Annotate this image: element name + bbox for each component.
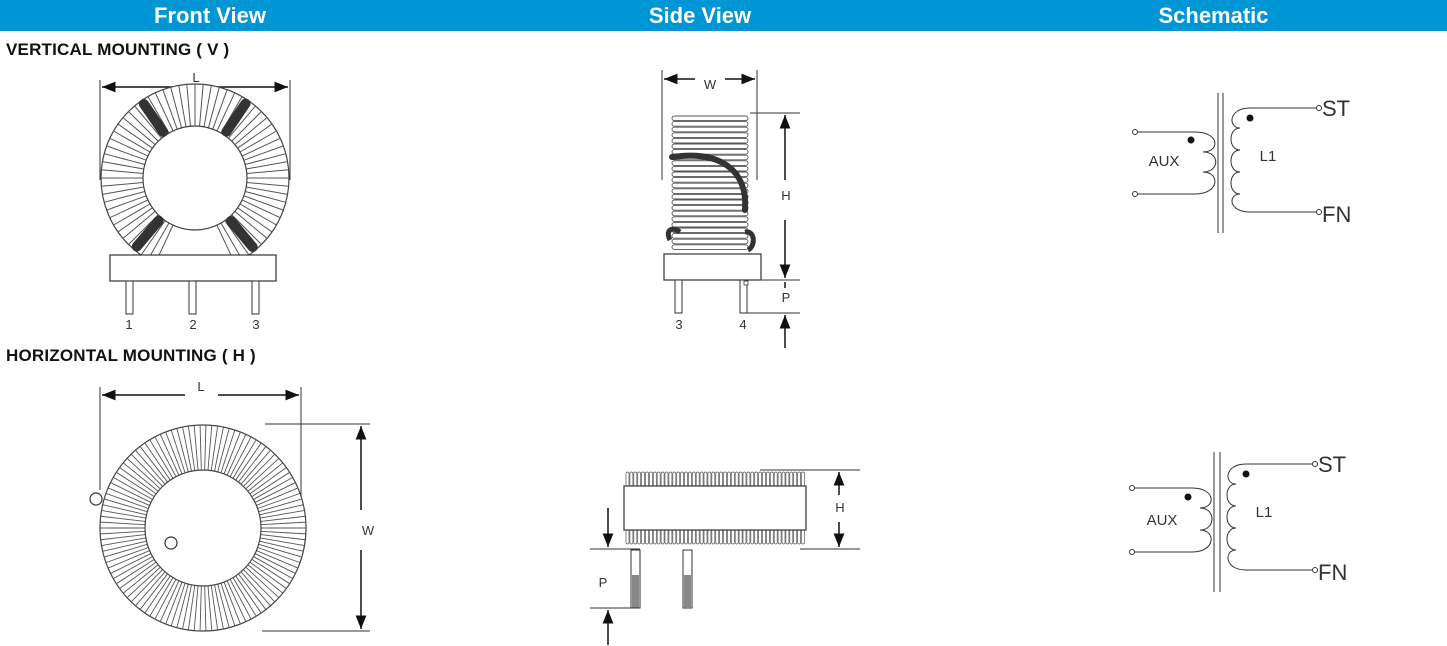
horizontal-mounting-label: HORIZONTAL MOUNTING ( H ) xyxy=(6,346,256,365)
vertical-side-dim-h: H xyxy=(781,188,790,203)
vertical-front-pin-1: 1 xyxy=(125,317,132,332)
horizontal-front-view: L W xyxy=(89,379,375,632)
horizontal-toroid xyxy=(99,424,307,632)
vertical-side-dim-w: W xyxy=(704,77,717,92)
vertical-side-pin-3: 3 xyxy=(675,317,682,332)
vertical-front-pin-2: 2 xyxy=(189,317,196,332)
horizontal-front-dim-w: W xyxy=(362,523,375,538)
horizontal-side-body xyxy=(623,485,807,531)
header-schematic: Schematic xyxy=(1158,3,1269,28)
horizontal-side-dim-p: P xyxy=(599,575,608,590)
vertical-schematic-aux: AUX xyxy=(1149,153,1180,170)
vertical-schematic-st: ST xyxy=(1322,96,1350,121)
horizontal-schematic-fn: FN xyxy=(1318,560,1347,585)
header-bar: Front View Side View Schematic xyxy=(0,0,1447,31)
vertical-front-base xyxy=(109,254,277,282)
vertical-side-view: W 3 4 H P xyxy=(661,70,800,348)
vertical-schematic-fn: FN xyxy=(1322,202,1351,227)
header-front-view: Front View xyxy=(153,3,267,28)
vertical-front-dim-l: L xyxy=(192,70,199,85)
vertical-side-pin-4: 4 xyxy=(739,317,746,332)
vertical-side-dim-p: P xyxy=(782,290,791,305)
vertical-schematic-l1: L1 xyxy=(1260,148,1277,165)
vertical-schematic: AUX L1 ST FN xyxy=(1132,93,1351,233)
vertical-side-windings xyxy=(671,115,749,250)
vertical-front-pin-3: 3 xyxy=(252,317,259,332)
vertical-mounting-label: VERTICAL MOUNTING ( V ) xyxy=(6,40,230,59)
header-side-view: Side View xyxy=(648,3,752,28)
horizontal-front-dim-l: L xyxy=(197,379,204,394)
horizontal-schematic: AUX L1 ST FN xyxy=(1129,452,1347,592)
horizontal-schematic-l1: L1 xyxy=(1256,504,1273,521)
vertical-side-base xyxy=(663,253,762,281)
horizontal-side-dim-h: H xyxy=(835,500,844,515)
vertical-front-view: L 1 2 3 xyxy=(99,70,291,332)
horizontal-schematic-st: ST xyxy=(1318,452,1346,477)
horizontal-side-view: H P xyxy=(590,469,860,645)
vertical-side-lead-wire xyxy=(669,152,749,213)
vertical-toroid xyxy=(100,83,290,273)
horizontal-schematic-aux: AUX xyxy=(1147,512,1178,529)
